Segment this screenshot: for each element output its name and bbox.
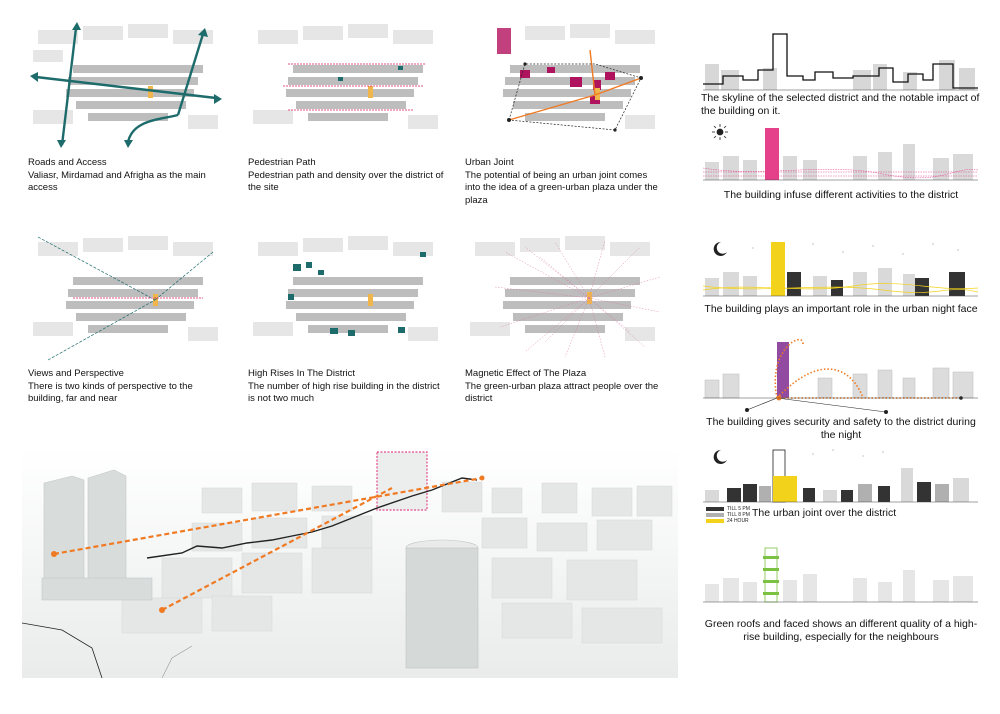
legend-swatch [706, 518, 724, 523]
diagram-title: Urban Joint [465, 157, 514, 168]
pedestrian-path-map [248, 20, 448, 150]
caption-skyline-2: The building infuse different activities… [723, 189, 959, 201]
caption-views-perspective: Views and Perspective There is two kinds… [28, 368, 228, 406]
moon-icon [713, 241, 727, 256]
skyline-security [703, 330, 978, 415]
legend-item: TILL 8 PM [706, 512, 776, 518]
caption-skyline-4: The building gives security and safety t… [706, 416, 976, 441]
diagram-desc: Pedestrian path and density over the dis… [248, 169, 444, 194]
legend-item: 24 HOUR [706, 518, 776, 524]
diagram-title: Magnetic Effect of The Plaza [465, 368, 587, 379]
time-legend: TILL 5 PM TILL 8 PM 24 HOUR [706, 506, 776, 524]
skyline-urban-joint [703, 444, 978, 504]
skyline-green-roofs [703, 544, 978, 606]
skyline-night [703, 238, 978, 298]
legend-swatch [706, 512, 724, 517]
roads-access-map [28, 20, 228, 150]
caption-skyline-5: The urban joint over the district [752, 507, 897, 519]
diagram-desc: Valiasr, Mirdamad and Afrigha as the mai… [28, 169, 206, 194]
caption-magnetic-effect: Magnetic Effect of The Plaza The green-u… [465, 368, 665, 406]
diagram-desc: The number of high rise building in the … [248, 380, 440, 405]
sun-icon [712, 124, 728, 140]
caption-skyline-3: The building plays an important role in … [704, 303, 978, 315]
caption-skyline-1: The skyline of the selected district and… [701, 92, 980, 117]
diagram-desc: The potential of being an urban joint co… [465, 169, 658, 206]
diagram-desc: There is two kinds of perspective to the… [28, 380, 193, 405]
caption-urban-joint: Urban Joint The potential of being an ur… [465, 157, 665, 207]
caption-high-rises: High Rises In The District The number of… [248, 368, 448, 406]
urban-3d-render [22, 448, 678, 678]
diagram-title: High Rises In The District [248, 368, 355, 379]
diagram-title: Views and Perspective [28, 368, 124, 379]
high-rises-map [248, 232, 448, 362]
diagram-title: Roads and Access [28, 157, 107, 168]
diagram-desc: The green-urban plaza attract people ove… [465, 380, 659, 405]
legend-swatch [706, 506, 724, 511]
caption-skyline-6: Green roofs and faced shows an different… [704, 618, 978, 643]
legend-item: TILL 5 PM [706, 506, 776, 512]
skyline-activities [703, 122, 978, 182]
caption-roads-access: Roads and Access Valiasr, Mirdamad and A… [28, 157, 228, 195]
views-perspective-map [28, 232, 228, 362]
urban-joint-map [465, 20, 665, 150]
magnetic-effect-map [465, 232, 665, 362]
moon-icon [713, 449, 727, 464]
caption-pedestrian-path: Pedestrian Path Pedestrian path and dens… [248, 157, 448, 195]
skyline-existing [703, 30, 978, 92]
diagram-title: Pedestrian Path [248, 157, 316, 168]
